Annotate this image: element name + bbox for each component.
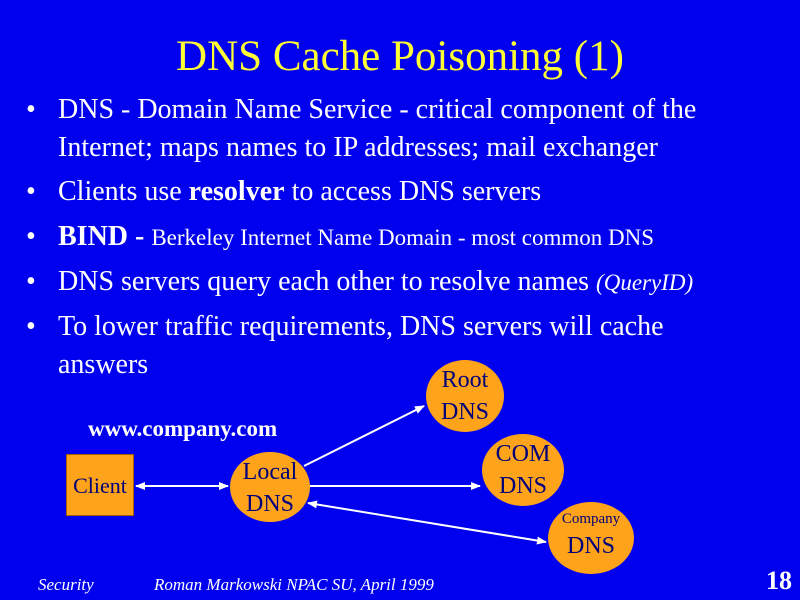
root-dns-line-2: DNS: [440, 399, 489, 425]
page-number: 18: [766, 566, 792, 595]
com-dns-node: COM DNS: [482, 434, 564, 506]
local-dns-line-1: Local: [242, 459, 298, 485]
bullet-1-line-1: DNS - Domain Name Service - critical com…: [58, 94, 697, 125]
bullet-dot: •: [26, 94, 36, 125]
client-label: Client: [73, 473, 127, 498]
company-dns-line-1: Company: [561, 511, 621, 527]
slide-title: DNS Cache Poisoning (1): [176, 33, 624, 80]
bullet-4-text: DNS servers query each other to resolve …: [58, 266, 693, 298]
bullet-3-text: BIND - Berkeley Internet Name Domain - m…: [58, 221, 654, 253]
bullet-dot: •: [26, 266, 36, 297]
root-dns-line-1: Root: [441, 367, 489, 393]
bullet-4-main: DNS servers query each other to resolve …: [58, 266, 597, 297]
company-dns-node: Company DNS: [548, 502, 634, 574]
bullet-dot: •: [26, 311, 36, 342]
bullet-dot: •: [26, 176, 36, 207]
bullet-2-bold: resolver: [188, 176, 285, 207]
local-dns-node: Local DNS: [230, 452, 310, 522]
footer-center: Roman Markowski NPAC SU, April 1999: [154, 575, 434, 594]
client-node: Client: [66, 454, 134, 516]
bullet-3-bold: BIND -: [58, 221, 152, 252]
hostname-label: www.company.com: [88, 416, 278, 441]
bullet-dot: •: [26, 221, 36, 252]
bullet-5-line-1: To lower traffic requirements, DNS serve…: [58, 311, 664, 342]
root-dns-node: Root DNS: [426, 360, 504, 432]
arrow-local-root: [303, 405, 425, 467]
bullet-2-post: to access DNS servers: [284, 176, 542, 207]
company-dns-line-2: DNS: [566, 533, 615, 559]
bullet-2-pre: Clients use: [58, 176, 189, 207]
bullet-5-line-2: answers: [58, 349, 149, 380]
bullet-3-small: Berkeley Internet Name Domain - most com…: [151, 225, 655, 250]
arrow-local-company: [307, 500, 547, 545]
bullet-4-italic: (QueryID): [596, 270, 694, 295]
com-dns-line-1: COM: [495, 441, 551, 467]
bullet-2-text: Clients use resolver to access DNS serve…: [58, 176, 541, 208]
footer-left: Security: [38, 575, 94, 594]
com-dns-line-2: DNS: [498, 473, 547, 499]
bullet-1-line-2: Internet; maps names to IP addresses; ma…: [58, 132, 658, 163]
local-dns-line-2: DNS: [245, 491, 294, 517]
